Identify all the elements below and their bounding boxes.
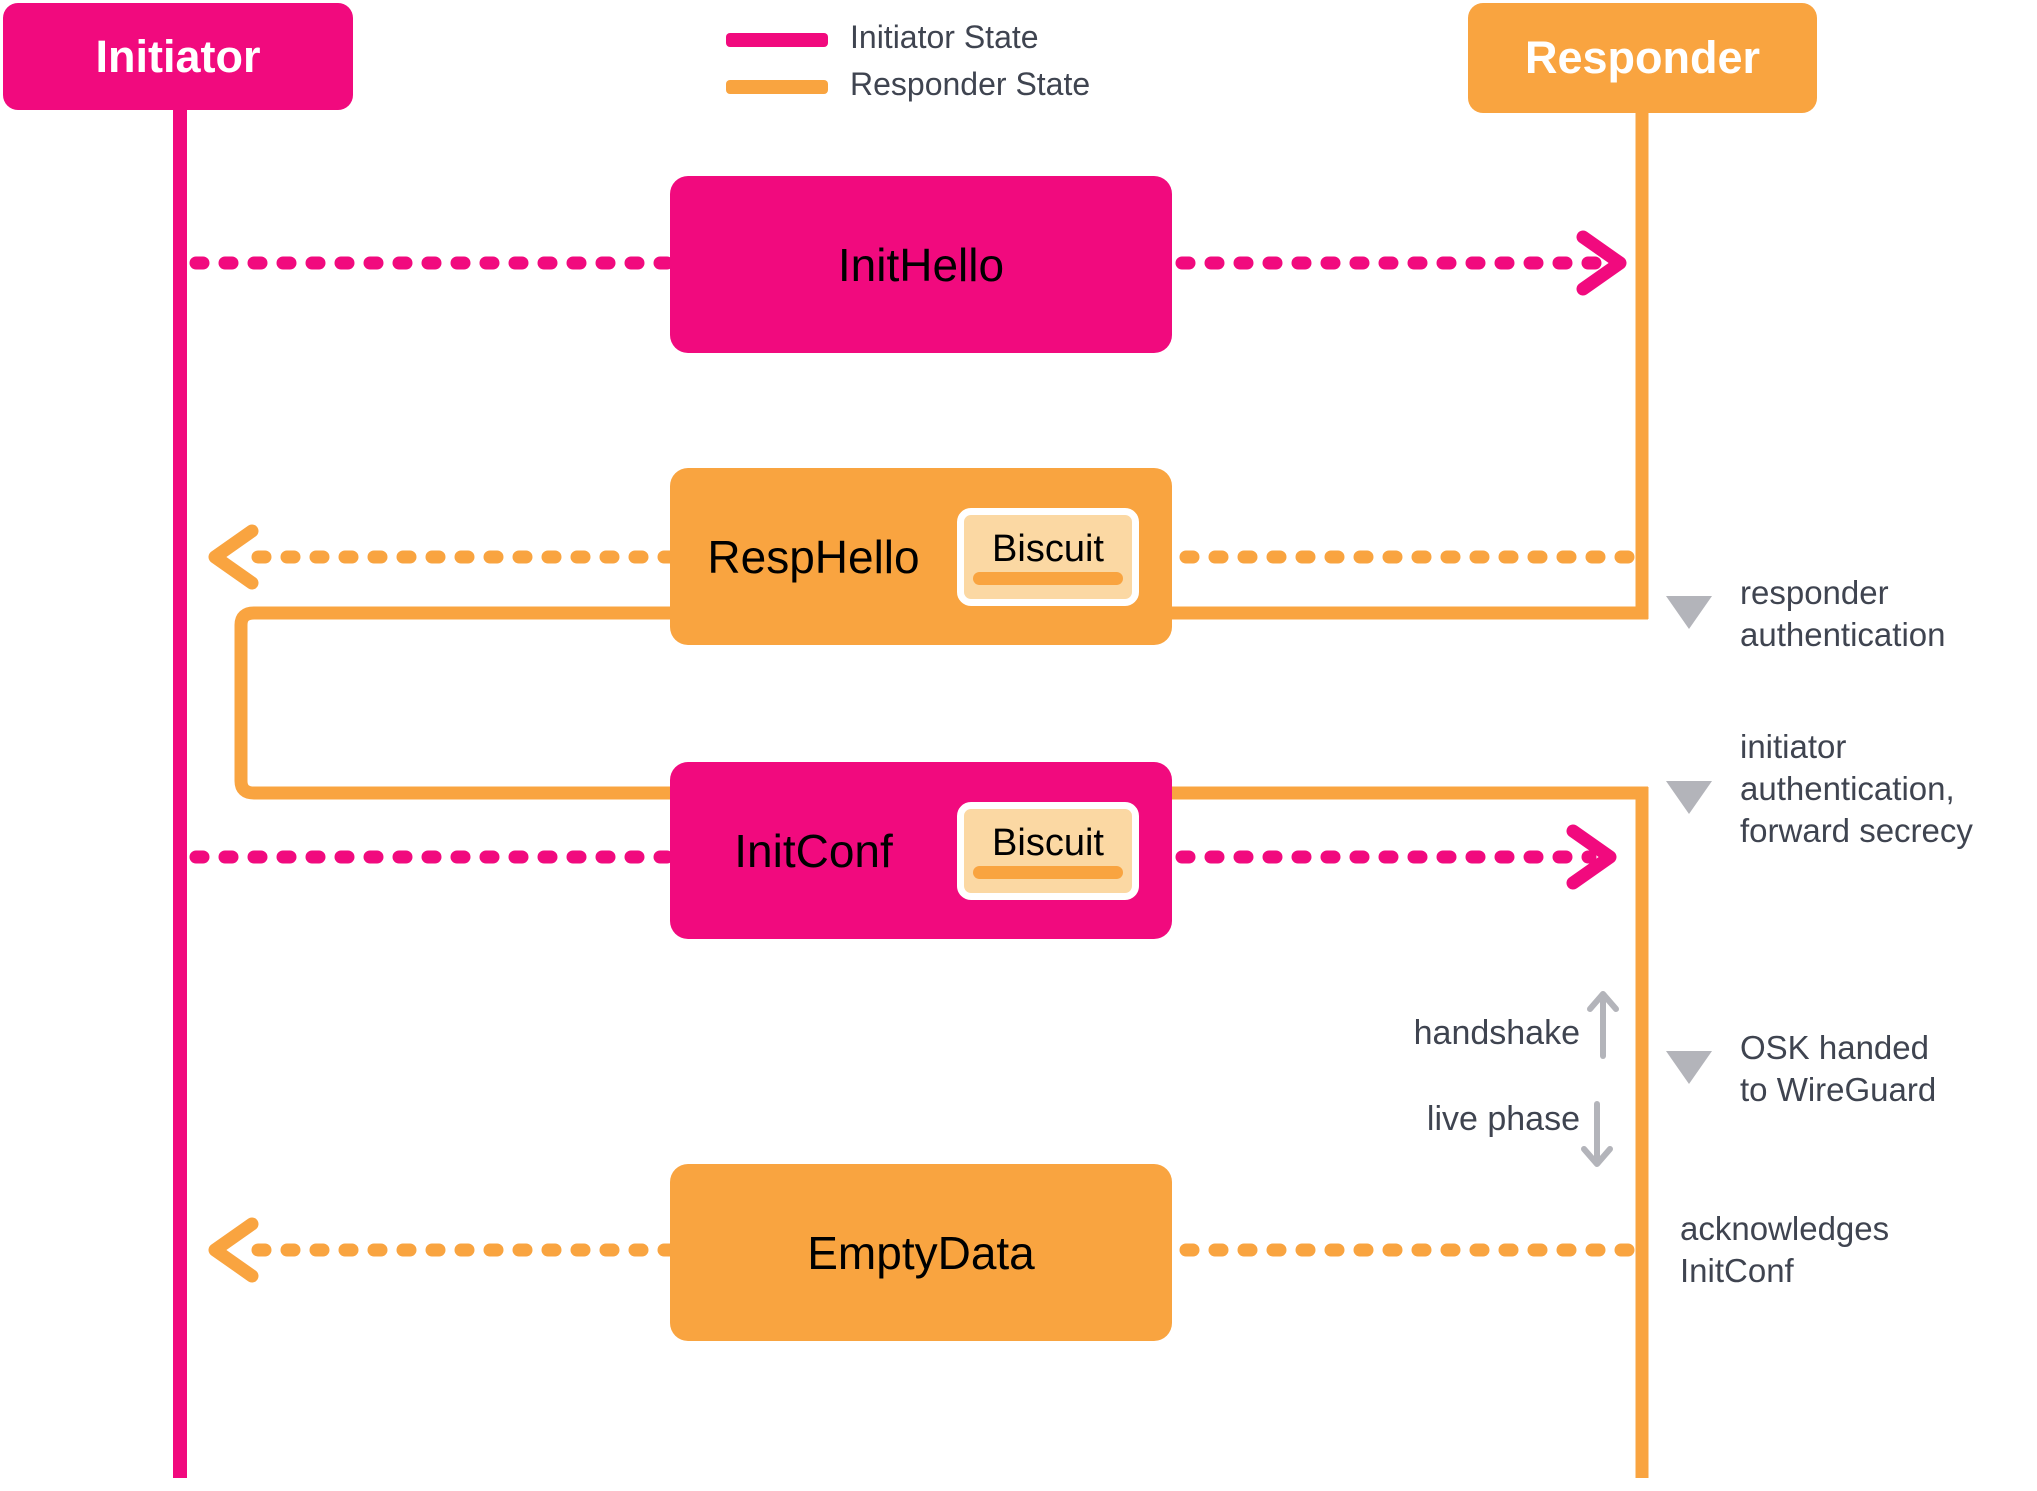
triangle-down-icon [1666,596,1712,629]
legend-swatch-responder-state [726,80,828,94]
annotation-responder-authentication: responder authentication [1740,572,1946,656]
emptydata-arrowhead-left-icon [208,1217,259,1283]
biscuit-label: Biscuit [992,822,1104,864]
biscuit-chip: Biscuit [957,507,1139,606]
annotation-acknowledges-initconf: acknowledges InitConf [1680,1208,1889,1292]
triangle-down-icon [1666,781,1712,814]
message-box-initconf: InitConf Biscuit [670,762,1172,939]
annotation-initiator-authentication: initiator authentication, forward secrec… [1740,726,1973,852]
annotation-line: OSK handed [1740,1029,1929,1066]
legend-swatch-initiator-state [726,33,828,47]
legend-label-responder-state: Responder State [850,66,1091,102]
message-label-emptydata: EmptyData [807,1226,1035,1279]
message-box-inithello: InitHello [670,176,1172,353]
annotation-line: to WireGuard [1740,1071,1937,1108]
annotation-line: InitConf [1680,1252,1794,1289]
inithello-arrowhead-right-icon [1576,230,1627,296]
message-box-resphello: RespHello Biscuit [670,468,1172,645]
legend-label-initiator-state: Initiator State [850,19,1039,55]
phase-label-live-phase: live phase [1426,1100,1580,1138]
annotation-line: initiator [1740,728,1847,765]
biscuit-label: Biscuit [992,528,1104,570]
arrow-up-head-icon [1587,991,1619,1012]
message-box-emptydata: EmptyData [670,1164,1172,1341]
annotation-line: authentication [1740,616,1946,653]
biscuit-bar [973,866,1123,879]
initconf-arrowhead-right-icon [1566,824,1617,890]
annotation-line: authentication, [1740,770,1955,807]
resphello-arrowhead-left-icon [208,524,259,590]
message-label-resphello: RespHello [707,530,920,583]
annotation-osk-handed-to-wireguard: OSK handed to WireGuard [1740,1027,1936,1111]
biscuit-chip: Biscuit [957,801,1139,900]
responder-state-detour-line [234,606,1648,800]
actor-responder-label: Responder [1524,32,1761,83]
triangle-down-icon [1666,1051,1712,1084]
phase-label-handshake: handshake [1413,1014,1580,1052]
actor-box-initiator: Initiator [3,3,353,110]
actor-initiator-label: Initiator [95,30,261,82]
annotation-line: acknowledges [1680,1210,1890,1247]
biscuit-bar [973,572,1123,585]
annotation-line: responder [1740,574,1889,611]
actor-box-responder: Responder [1468,3,1817,113]
message-label-initconf: InitConf [734,824,893,877]
annotation-line: forward secrecy [1740,812,1973,849]
arrow-down-head-icon [1581,1146,1613,1167]
message-label-inithello: InitHello [837,238,1005,291]
